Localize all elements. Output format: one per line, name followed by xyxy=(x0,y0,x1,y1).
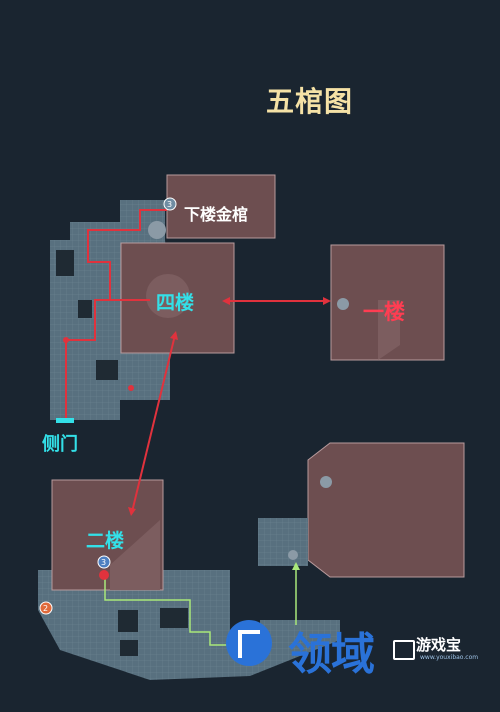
label-floor1: 一楼 xyxy=(363,300,405,324)
label-floor2: 二楼 xyxy=(86,530,125,552)
marker-3-floor2-label: 3 xyxy=(101,558,106,567)
marker-2-label: 2 xyxy=(43,604,48,613)
watermark-site-icon xyxy=(393,640,415,660)
watermark-brand: 领域 xyxy=(288,629,375,680)
label-downstairs-coffin: 下楼金棺 xyxy=(184,205,249,224)
red-dot xyxy=(99,570,109,580)
marker-2 xyxy=(39,601,53,615)
green-route xyxy=(104,565,297,646)
map-title: 五棺图 xyxy=(266,85,354,118)
arrow-4f-2f xyxy=(131,334,176,513)
room-right xyxy=(307,442,465,578)
label-floor4: 四楼 xyxy=(156,292,195,314)
marker-3-floor2 xyxy=(97,555,111,569)
red-route-left xyxy=(65,209,167,418)
red-dot-small xyxy=(128,385,134,391)
watermark-site: 游戏宝 xyxy=(416,636,462,654)
side-door-bar xyxy=(56,418,74,423)
red-dot-path xyxy=(63,337,69,343)
watermark-logo-icon xyxy=(226,620,272,666)
watermark-url: www.youxibao.com xyxy=(420,654,479,661)
room-downstairs-coffin xyxy=(166,174,276,239)
label-side-door: 侧门 xyxy=(42,434,78,455)
marker-3-top xyxy=(163,197,177,211)
marker-3-top-label: 3 xyxy=(167,200,172,209)
